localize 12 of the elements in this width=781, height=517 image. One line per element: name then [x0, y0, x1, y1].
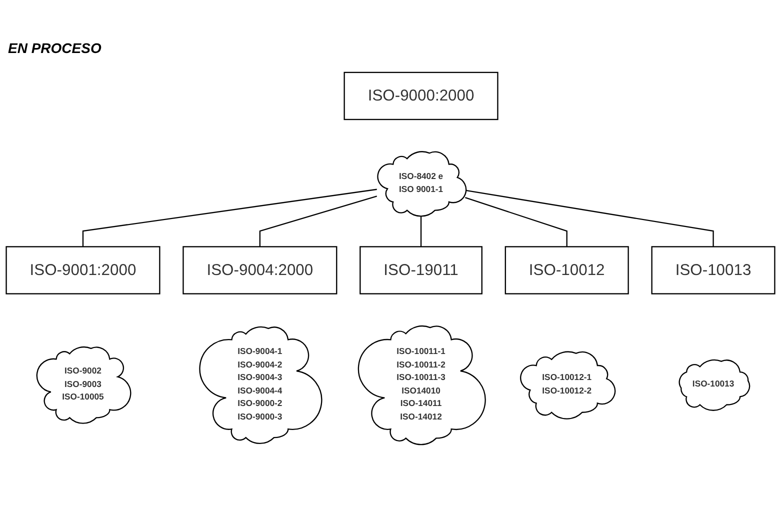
node-box: ISO-9004:2000 [182, 246, 338, 294]
connector [465, 197, 568, 247]
node-box: ISO-10012 [504, 246, 629, 294]
node-box: ISO-19011 [360, 246, 482, 294]
node-box: ISO-9001:2000 [6, 246, 160, 294]
node-box: ISO-9000:2000 [344, 72, 498, 120]
connector [465, 190, 714, 247]
section-label: EN PROCESO [8, 40, 102, 56]
connector [420, 215, 422, 247]
node-box: ISO-10013 [651, 246, 776, 294]
connector [82, 188, 377, 247]
connector [259, 196, 378, 247]
